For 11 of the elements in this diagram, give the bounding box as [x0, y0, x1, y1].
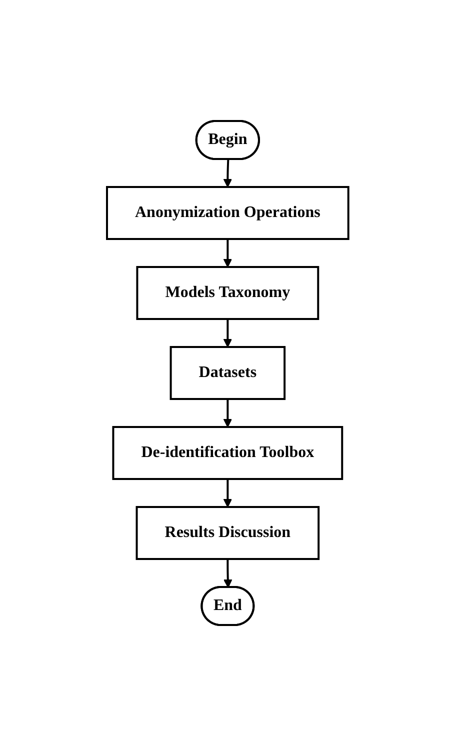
arrow — [223, 159, 232, 188]
node-box: Models Taxonomy — [136, 266, 319, 320]
arrow — [223, 559, 232, 588]
arrow — [223, 399, 232, 428]
node-box: Datasets — [170, 346, 286, 400]
node-box: De-identification Toolbox — [112, 426, 343, 480]
arrow — [223, 319, 232, 348]
node-box: Anonymization Operations — [106, 186, 350, 240]
arrow — [223, 239, 232, 268]
arrow — [223, 479, 232, 508]
node-box: Results Discussion — [136, 506, 320, 560]
